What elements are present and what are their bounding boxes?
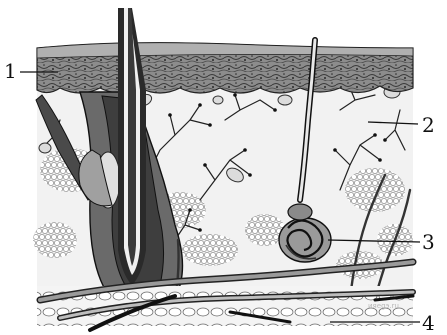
label-1: 1	[4, 61, 17, 81]
label-2: 2	[422, 115, 435, 135]
label-4: 4	[422, 313, 435, 333]
label-3: 3	[422, 232, 435, 252]
watermark: ияegэ.ru	[368, 302, 399, 310]
